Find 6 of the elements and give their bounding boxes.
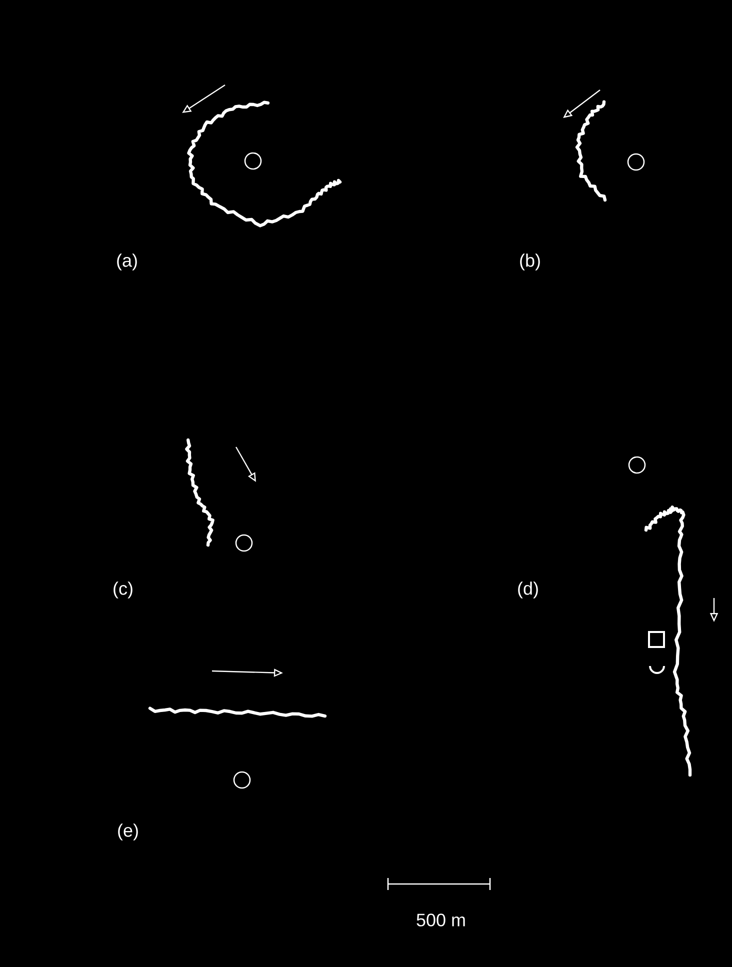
panel-label: (a) bbox=[117, 254, 137, 270]
panel-label: (d) bbox=[518, 582, 538, 598]
panel-label: (b) bbox=[520, 254, 540, 270]
panel-label: (e) bbox=[118, 824, 138, 840]
scale-label: 500 m bbox=[416, 914, 465, 926]
panel-label: (c) bbox=[114, 582, 132, 598]
